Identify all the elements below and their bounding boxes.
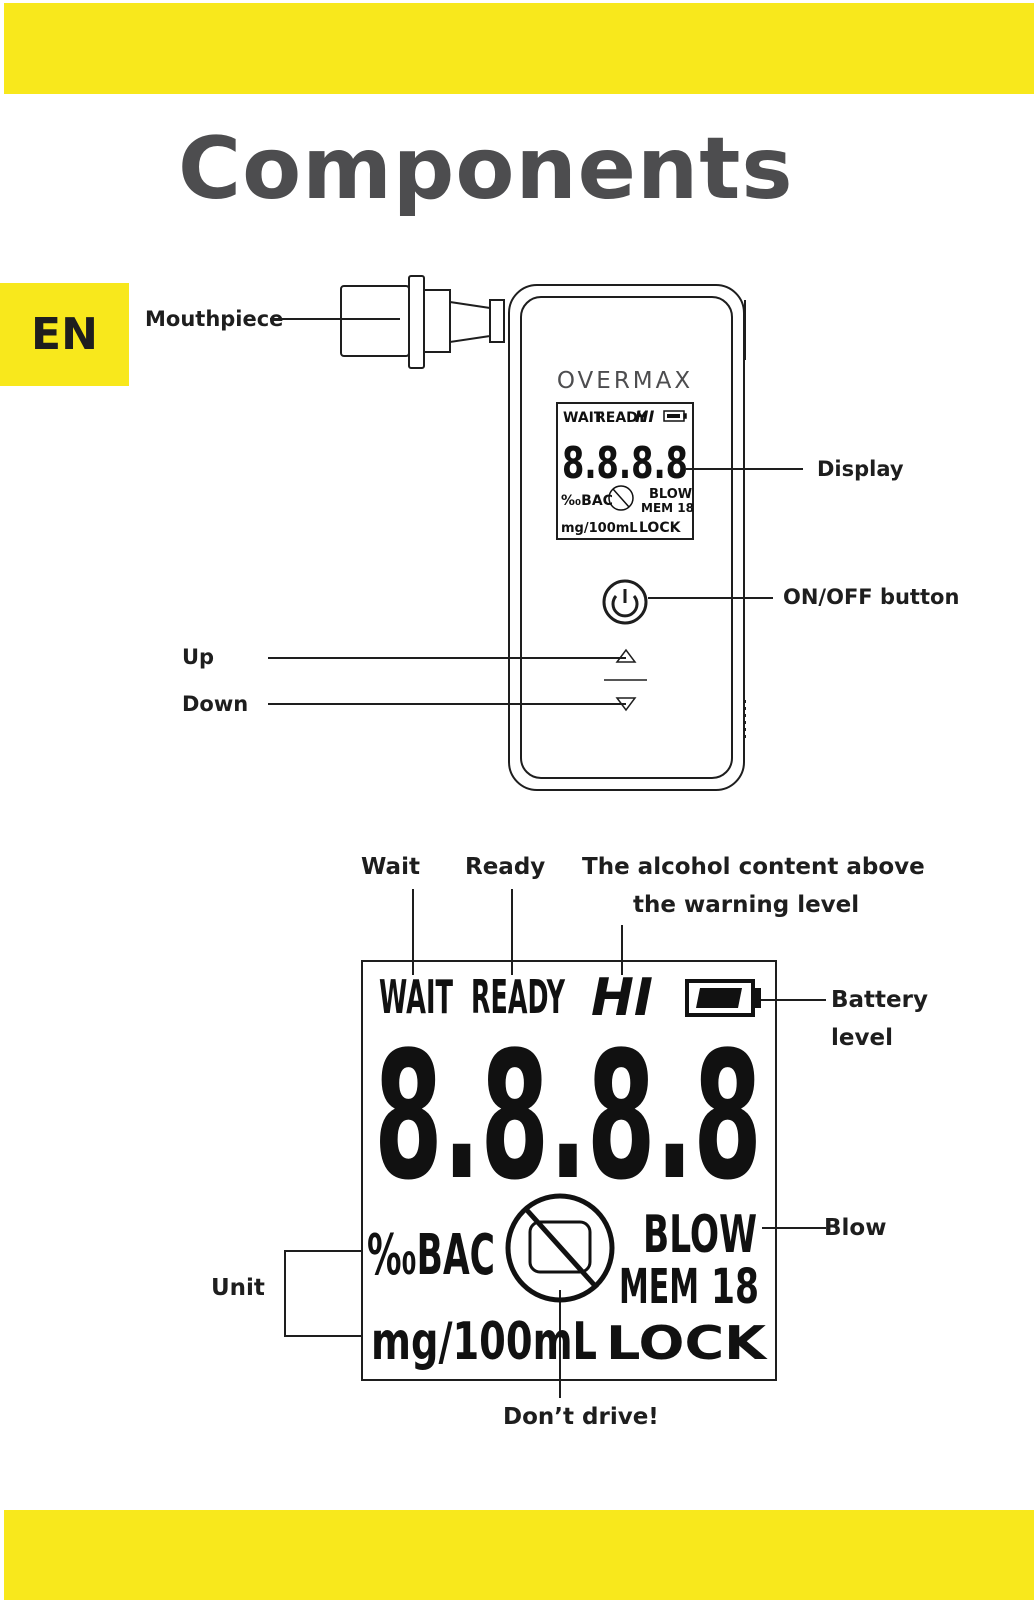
large-lcd-hi: HI bbox=[591, 968, 653, 1028]
large-lcd-mg: mg/100mL bbox=[371, 1312, 597, 1372]
large-lcd-lock: LOCK bbox=[606, 1316, 769, 1370]
small-lcd-mem: MEM 18 bbox=[641, 501, 694, 515]
large-lcd-digits: 8.8.8.8 bbox=[374, 1014, 762, 1219]
label-ready: Ready bbox=[465, 854, 546, 880]
label-battery-line1: Battery bbox=[831, 987, 928, 1013]
label-battery-line2: level bbox=[831, 1025, 893, 1051]
power-button-ring bbox=[602, 579, 648, 625]
page-title: Components bbox=[178, 119, 794, 219]
label-dont-drive: Don’t drive! bbox=[503, 1404, 659, 1430]
label-hi-line1: The alcohol content above bbox=[582, 854, 925, 880]
device-body bbox=[508, 284, 745, 791]
top-yellow-band bbox=[4, 3, 1034, 94]
small-lcd-blow: BLOW bbox=[649, 487, 692, 502]
large-lcd-frame bbox=[361, 960, 777, 1381]
small-lcd-lock: LOCK bbox=[639, 520, 682, 536]
small-lcd-digits: 8.8.8.8 bbox=[562, 438, 688, 489]
device-face bbox=[520, 296, 733, 779]
brand-logo: OVERMAX bbox=[557, 368, 693, 394]
unit-bracket bbox=[284, 1250, 363, 1337]
bottom-yellow-band bbox=[4, 1510, 1034, 1600]
power-icon-arc bbox=[611, 595, 639, 618]
up-arrow-icon bbox=[615, 648, 637, 663]
label-mouthpiece: Mouthpiece bbox=[145, 307, 284, 331]
label-wait: Wait bbox=[361, 854, 420, 880]
large-lcd-blow: BLOW bbox=[643, 1205, 757, 1265]
small-lcd-hi: HI bbox=[635, 407, 654, 426]
mouthpiece-collar bbox=[423, 289, 451, 353]
large-lcd-ready: READY bbox=[471, 970, 565, 1024]
mouthpiece-neck bbox=[449, 300, 491, 344]
small-lcd-dont-drive-icon bbox=[608, 485, 634, 511]
large-lcd-battery-icon bbox=[685, 979, 761, 1017]
mouthpiece-flange bbox=[408, 275, 425, 369]
small-lcd-ready: READY bbox=[595, 410, 648, 426]
mouthpiece-tube bbox=[340, 285, 410, 357]
small-lcd-bac: %₀BAC bbox=[561, 493, 613, 509]
large-lcd-bac: %₀BAC bbox=[367, 1223, 495, 1288]
small-lcd-mg: mg/100mL bbox=[561, 521, 638, 536]
small-lcd: WAIT READY HI 8.8.8.8 %₀BAC BLOW MEM 18 … bbox=[561, 407, 694, 536]
label-unit: Unit bbox=[211, 1275, 265, 1301]
label-blow: Blow bbox=[824, 1215, 887, 1241]
label-up: Up bbox=[182, 645, 215, 669]
large-lcd-mem-number: 18 bbox=[711, 1259, 759, 1315]
large-lcd-dont-drive-icon bbox=[505, 1193, 615, 1303]
label-power-button: ON/OFF button bbox=[783, 585, 960, 609]
mouthpiece-socket bbox=[489, 299, 505, 343]
label-display: Display bbox=[817, 457, 904, 481]
small-lcd-wait: WAIT bbox=[563, 410, 604, 426]
large-lcd-mem: MEM bbox=[619, 1259, 699, 1315]
small-screen-frame bbox=[556, 402, 694, 540]
small-lcd-battery-icon bbox=[663, 410, 687, 422]
large-lcd-wait: WAIT bbox=[379, 970, 453, 1024]
label-hi-line2: the warning level bbox=[633, 892, 860, 918]
language-tab: EN bbox=[0, 283, 129, 386]
large-lcd: WAIT READY HI 8.8.8.8 %₀BAC BLOW MEM 18 … bbox=[367, 968, 769, 1372]
label-down: Down bbox=[182, 692, 249, 716]
